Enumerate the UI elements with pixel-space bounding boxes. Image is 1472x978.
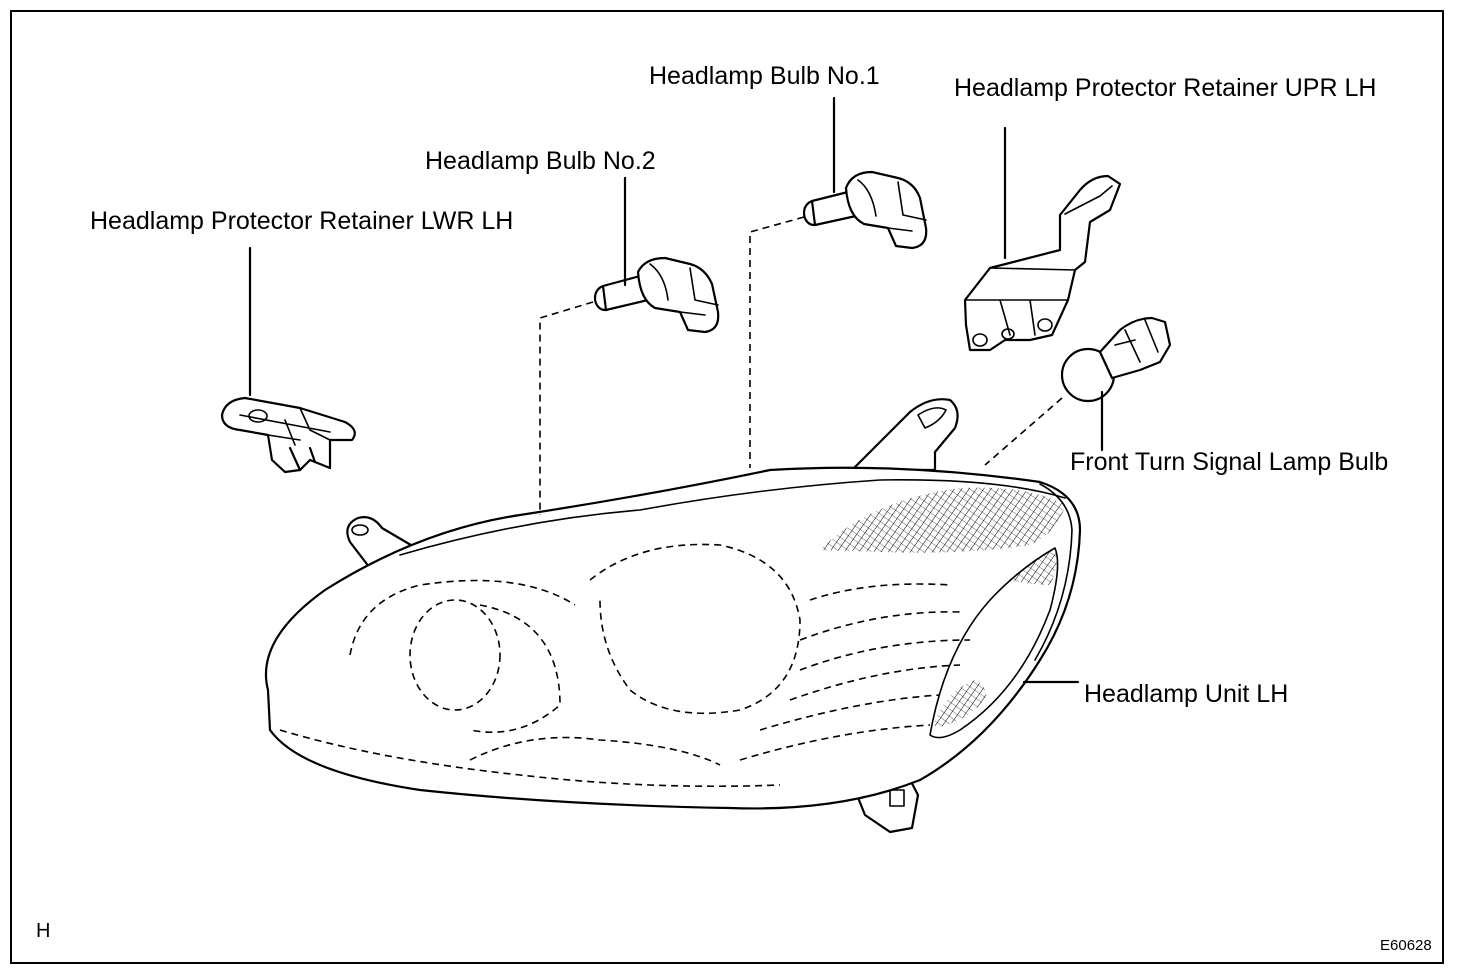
retainer-lwr-ribs — [239, 407, 331, 446]
assembly-bulb-no1 — [749, 216, 805, 468]
retainer-upr-body — [963, 174, 1122, 352]
mid-reflector-curve-1 — [799, 611, 961, 641]
assembly-bulb-no2 — [539, 301, 594, 515]
upper-mount-stay — [850, 398, 959, 472]
label-retainer-lwr: Headlamp Protector Retainer LWR LH — [90, 207, 514, 235]
turn-signal-hatch-lower — [935, 680, 987, 728]
lens-housing — [264, 466, 1082, 810]
leader-lines — [248, 96, 1104, 684]
lens-bottom-edge-dashes — [279, 729, 781, 788]
label-turn-signal-bulb: Front Turn Signal Lamp Bulb — [1070, 448, 1389, 476]
high-beam-reflector — [589, 543, 801, 715]
label-headlamp-unit: Headlamp Unit LH — [1084, 680, 1289, 708]
label-retainer-upr: Headlamp Protector Retainer UPR LH — [954, 74, 1377, 102]
upper-hatch-area — [820, 487, 1065, 553]
bottom-reflector-curve — [469, 736, 721, 766]
mid-reflector-curve-4 — [759, 694, 941, 731]
lower-reflector-curve — [739, 724, 931, 761]
retainer-lwr-hole — [248, 409, 268, 423]
figure-code: E60628 — [1380, 937, 1432, 954]
retainer-lwr — [220, 396, 356, 474]
corner-mark: H — [36, 920, 51, 942]
retainer-upr-hole-3 — [1001, 328, 1015, 340]
upper-mount-slot — [917, 407, 947, 429]
label-bulb-no1: Headlamp Bulb No.1 — [649, 62, 880, 90]
bottom-bracket-hole — [889, 789, 905, 807]
bulb-no2-base — [636, 256, 720, 334]
mid-reflector-curve-3 — [789, 664, 961, 701]
turn-signal-bulb-socket — [1098, 316, 1172, 380]
low-beam-reflector — [409, 599, 501, 711]
label-bulb-no2: Headlamp Bulb No.2 — [425, 147, 656, 175]
retainer-lwr-clips — [288, 446, 317, 472]
bulb-no2-base-details — [649, 263, 719, 316]
mid-reflector-curve-2 — [799, 639, 971, 671]
turn-signal-socket-details — [1114, 319, 1159, 363]
left-inner-curve — [469, 604, 561, 733]
retainer-upr-hole-1 — [972, 333, 988, 347]
left-mount-hole — [351, 524, 369, 536]
bulb-no1-base — [844, 170, 928, 250]
bulb-no1 — [802, 170, 928, 250]
assembly-turn-signal — [984, 397, 1063, 466]
assembly-lines — [539, 216, 1063, 515]
bulb-no2 — [593, 256, 720, 334]
turn-signal-bulb — [1060, 316, 1172, 403]
turn-signal-panel — [929, 547, 1059, 739]
retainer-lwr-body — [220, 396, 356, 474]
bulb-no1-base-details — [857, 179, 927, 232]
retainer-upr — [963, 174, 1122, 352]
retainer-upr-ribs — [964, 185, 1113, 336]
upper-rim-line — [399, 479, 1066, 556]
upper-reflector-curve — [809, 583, 951, 601]
right-rim-line — [1034, 483, 1073, 661]
turn-signal-hatch-upper — [1010, 550, 1057, 585]
headlamp-unit — [264, 398, 1082, 834]
retainer-upr-hole-2 — [1037, 318, 1053, 332]
